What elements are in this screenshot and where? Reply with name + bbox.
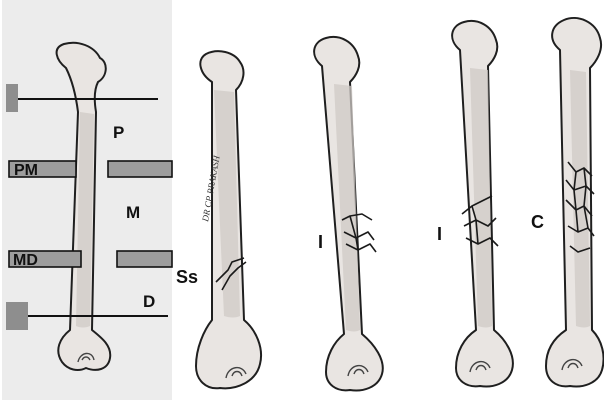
zone-label-proximal-middle: PM xyxy=(14,162,38,179)
zone-label-middle: M xyxy=(126,203,140,222)
pm-bar-right xyxy=(108,161,172,177)
label-intermediate-3: I xyxy=(318,232,323,252)
md-bar-right xyxy=(117,251,172,267)
zone-label-distal: D xyxy=(143,292,155,311)
femur-complex: C xyxy=(524,18,604,386)
femur-simple-spiral: DR CP PRAKASH Ss xyxy=(176,51,261,388)
label-complex: C xyxy=(531,212,544,232)
label-simple-spiral: Ss xyxy=(176,267,198,287)
zone-label-middle-distal: MD xyxy=(13,252,38,269)
zone-panel: P PM M MD D xyxy=(2,0,172,400)
proximal-edge-tab xyxy=(6,84,18,112)
distal-edge-tab xyxy=(6,302,28,330)
zone-label-proximal: P xyxy=(113,123,124,142)
femur-intermediate-segmental: I xyxy=(437,21,513,387)
femur-intermediate-wedge: I xyxy=(314,37,383,391)
label-intermediate-4: I xyxy=(437,224,442,244)
